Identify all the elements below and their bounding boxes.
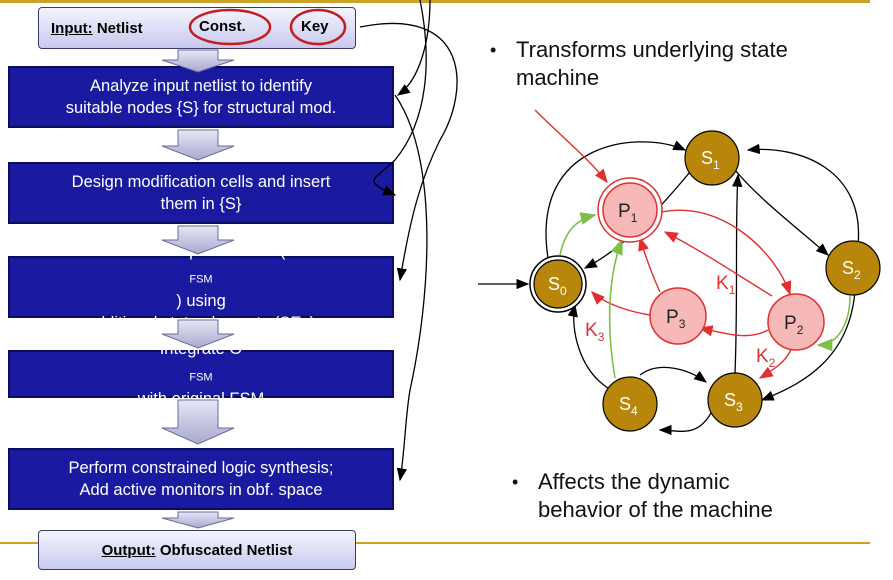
down-arrow (161, 399, 235, 445)
edge-s4-p1 (608, 238, 623, 379)
fsm-edges (478, 140, 860, 436)
step-analyze-line1: Analyze input netlist to identify (90, 77, 312, 95)
step-integrate-line1a: Integrate O (159, 339, 243, 358)
down-arrow (161, 129, 235, 161)
s3-label: S3 (724, 390, 743, 414)
output-label: Obfuscated Netlist (159, 541, 293, 559)
edge-p2-p1 (663, 231, 773, 297)
s0-label: S0 (548, 274, 567, 298)
key-k3-label: K3 (585, 320, 605, 344)
edge-s1-s2 (734, 169, 829, 256)
step-design-line1: Design modification cells and insert (71, 173, 331, 191)
s1-label: S1 (701, 148, 720, 172)
bottom-rule (0, 542, 870, 544)
key-k1-label: K1 (716, 273, 736, 297)
edge-s4-s0 (567, 303, 609, 389)
down-arrow (161, 511, 235, 529)
step-analyze-line2: suitable nodes {S} for structural mod. (65, 99, 337, 117)
step-create-fsm-sub: FSM (189, 273, 213, 286)
step-synthesis-line1: Perform constrained logic synthesis; (68, 459, 334, 477)
green-edges (559, 212, 851, 379)
s2-label: S2 (842, 258, 861, 282)
bullet-transforms: • Transforms underlying state machine (490, 36, 788, 92)
edge-p3-p1 (638, 236, 661, 293)
input-netlist-label: Netlist (96, 19, 143, 37)
edge-s2-s3 (760, 289, 856, 401)
connector (373, 0, 427, 196)
bullet-dot: • (512, 472, 519, 492)
p3-label: P3 (666, 307, 686, 331)
connector (359, 22, 458, 282)
state-p2: P2 (767, 293, 825, 351)
bullet-affects-line2: behavior of the machine (538, 497, 773, 522)
edge-p3-s0 (591, 291, 651, 316)
input-const-label: Const. (199, 18, 246, 35)
edge-p1-p2 (661, 209, 792, 296)
step-integrate-line1b: with original FSM (137, 390, 265, 409)
key-k2-label: K2 (756, 346, 776, 370)
p1-label: P1 (618, 201, 638, 225)
state-s2: S2 (825, 240, 881, 296)
edge-s3-s4 (658, 404, 716, 436)
step-integrate: Integrate O FSM with original FSM (8, 340, 394, 408)
state-p3: P3 (649, 287, 707, 345)
top-rule (0, 0, 870, 3)
bullet-transforms-line1: Transforms underlying state (516, 37, 788, 62)
edge-s0-p1 (559, 212, 597, 256)
bullet-affects: • Affects the dynamic behavior of the ma… (512, 468, 773, 524)
const-highlight (188, 8, 272, 46)
step-integrate-sub: FSM (189, 371, 213, 384)
output-box: Output: Obfuscated Netlist (38, 530, 356, 570)
state-s3: S3 (707, 372, 763, 428)
state-s4: S4 (602, 376, 658, 432)
flow-arrows (161, 49, 235, 529)
edge-in-p1 (534, 109, 608, 184)
step-analyze: Analyze input netlist to identify suitabl… (8, 66, 394, 128)
step-design-line2: them in {S} (160, 195, 242, 213)
state-s1: S1 (684, 130, 740, 186)
bullet-affects-line1: Affects the dynamic (538, 469, 730, 494)
input-key-label: Key (301, 18, 329, 35)
output-prefix: Output: (101, 541, 156, 559)
edge-s3-s1 (732, 173, 743, 374)
s4-label: S4 (619, 394, 638, 418)
key-highlight (289, 8, 347, 46)
step-create-fsm-line1b: ) using (176, 292, 226, 311)
step-synthesis-line2: Add active monitors in obf. space (79, 481, 323, 499)
down-arrow (161, 225, 235, 255)
edge-s2-p2 (816, 295, 851, 352)
input-connectors (359, 0, 458, 482)
step-synthesis: Perform constrained logic synthesis; Add … (8, 448, 394, 510)
edge-s2-s1 (746, 143, 860, 246)
input-box: Input: Netlist Const. Key (38, 7, 356, 49)
down-arrow (161, 49, 235, 73)
down-arrow (161, 319, 235, 349)
edge-p2-p3 (698, 325, 769, 337)
bullet-dot: • (490, 40, 497, 60)
edge-s0-s1 (545, 140, 687, 259)
state-p1: P1 (597, 177, 663, 243)
input-prefix: Input: (51, 19, 93, 37)
connector (394, 94, 428, 482)
p2-label: P2 (784, 313, 804, 337)
state-s0: S0 (529, 255, 587, 313)
bullet-transforms-line2: machine (516, 65, 600, 90)
connector (396, 0, 431, 96)
edge-s4-s3 (639, 366, 708, 383)
